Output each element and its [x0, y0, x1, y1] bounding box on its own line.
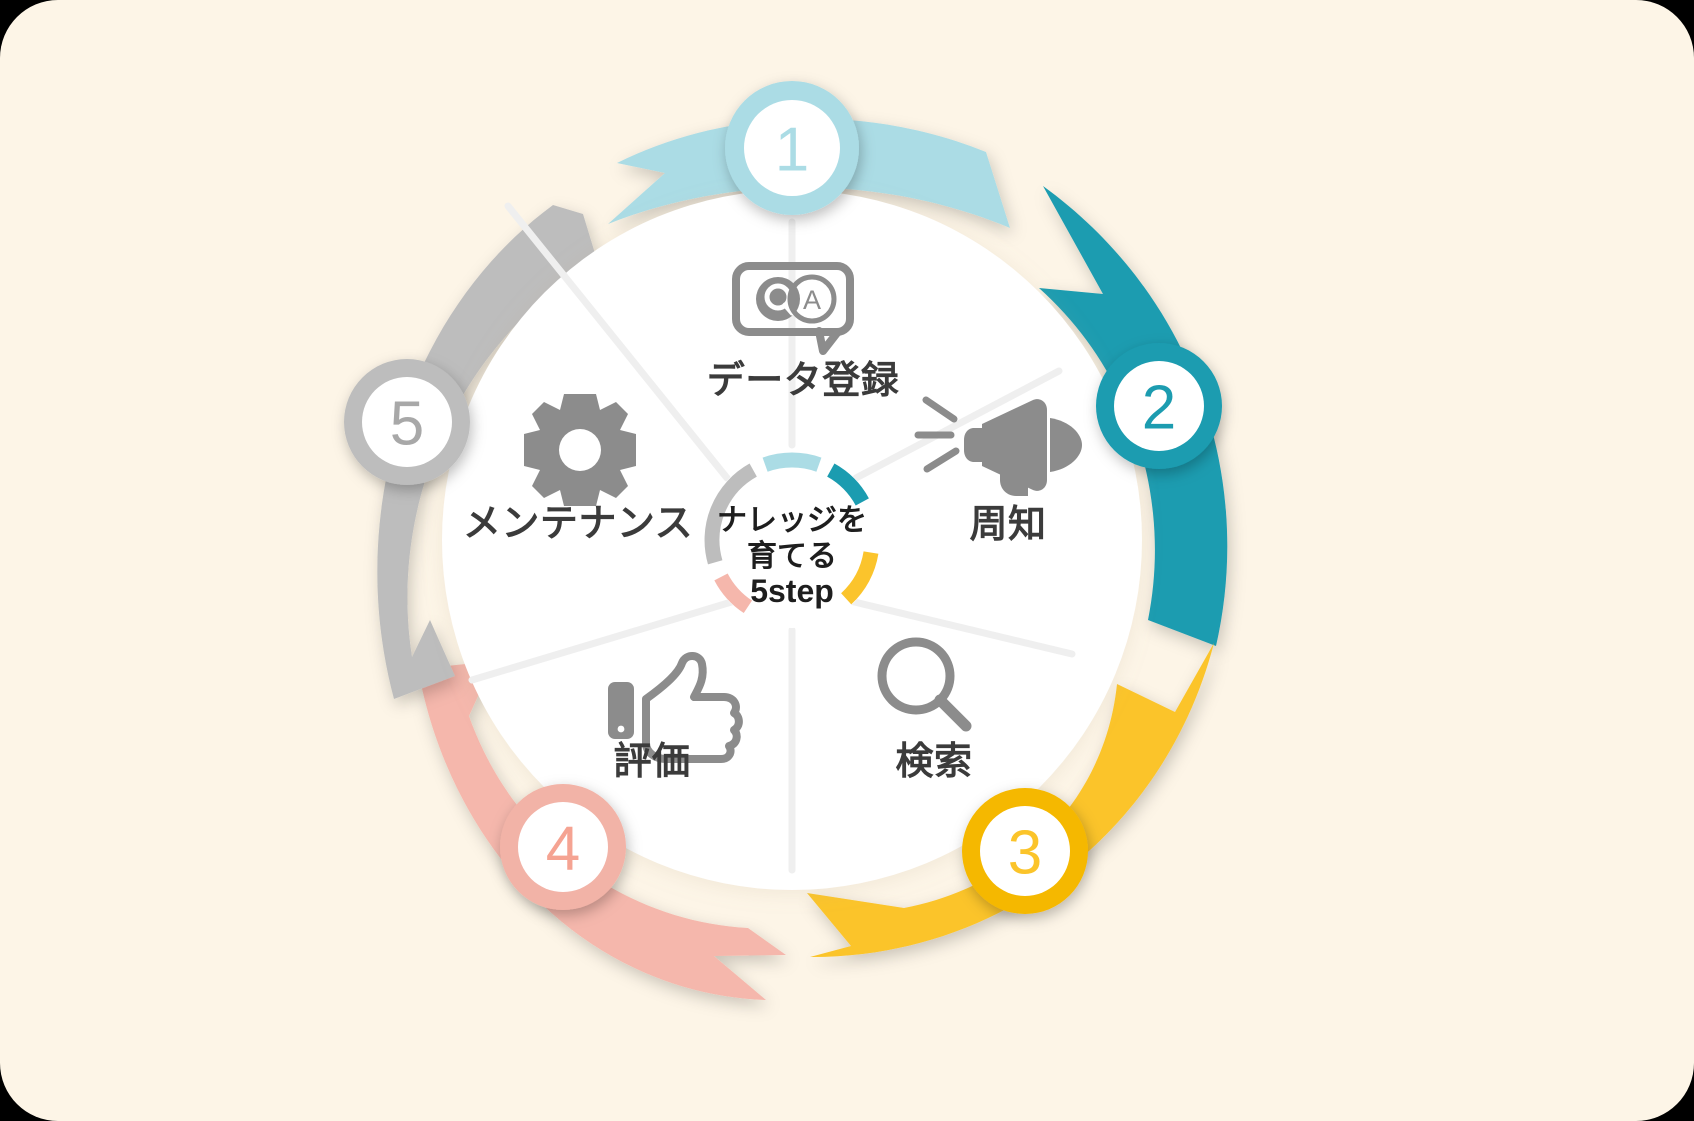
step-arrow-3[interactable] [807, 643, 1214, 958]
wheel-dividers [468, 202, 1076, 874]
gear-icon [524, 394, 636, 506]
center-donut: ナレッジを 育てる 5step [704, 452, 880, 628]
donut-arc-2 [826, 463, 869, 506]
step-badge-3-number: 3 [1008, 819, 1042, 888]
qa-speech-bubble-icon: A [732, 262, 854, 355]
step-badge-3[interactable]: 3 [962, 788, 1088, 914]
segment-1[interactable]: A データ登録 [707, 262, 900, 402]
segment-3-label: 検索 [895, 741, 972, 783]
segment-3[interactable]: 検索 [877, 637, 973, 783]
thumbs-up-icon [608, 652, 743, 763]
step-badge-5-number: 5 [390, 390, 424, 459]
segment-4[interactable]: 評価 [608, 652, 743, 783]
wheel-divider-2 [852, 367, 1063, 482]
donut-arc-5 [704, 463, 758, 565]
step-arrow-4-shape [418, 661, 786, 1000]
step-badge-4-number: 4 [546, 815, 580, 884]
donut-arc-1 [762, 452, 822, 472]
step-badge-4[interactable]: 4 [500, 784, 626, 910]
wheel-divider-5 [504, 202, 731, 482]
magnifier-icon [877, 637, 972, 732]
step-arrow-3-shape [807, 643, 1214, 958]
step-arrow-4[interactable] [418, 661, 786, 1000]
segment-5-label: メンテナンス [463, 503, 693, 545]
center-text-line-2: 育てる [747, 539, 837, 573]
segment-4-label: 評価 [613, 741, 690, 783]
step-badge-5[interactable]: 5 [344, 359, 470, 485]
step-badge-1[interactable]: 1 [725, 81, 859, 215]
wheel-divider-3 [842, 596, 1076, 658]
center-text-line-3: 5step [750, 573, 834, 609]
step-badges: 1 2 3 4 [344, 81, 1222, 914]
segment-1-label: データ登録 [707, 359, 900, 402]
segment-2[interactable]: 周知 [914, 396, 1082, 546]
center-text-line-1: ナレッジを [717, 504, 867, 537]
step-badge-2-number: 2 [1142, 374, 1176, 443]
donut-arc-3 [840, 551, 879, 605]
megaphone-icon [914, 396, 1082, 496]
donut-arc-4 [714, 573, 753, 614]
segment-2-label: 周知 [969, 504, 1046, 546]
segment-5[interactable]: メンテナンス [463, 394, 693, 545]
step-badge-2[interactable]: 2 [1096, 343, 1222, 469]
wheel-divider-6 [468, 596, 742, 684]
step-badge-1-number: 1 [775, 116, 809, 185]
svg-text:A: A [803, 285, 821, 315]
